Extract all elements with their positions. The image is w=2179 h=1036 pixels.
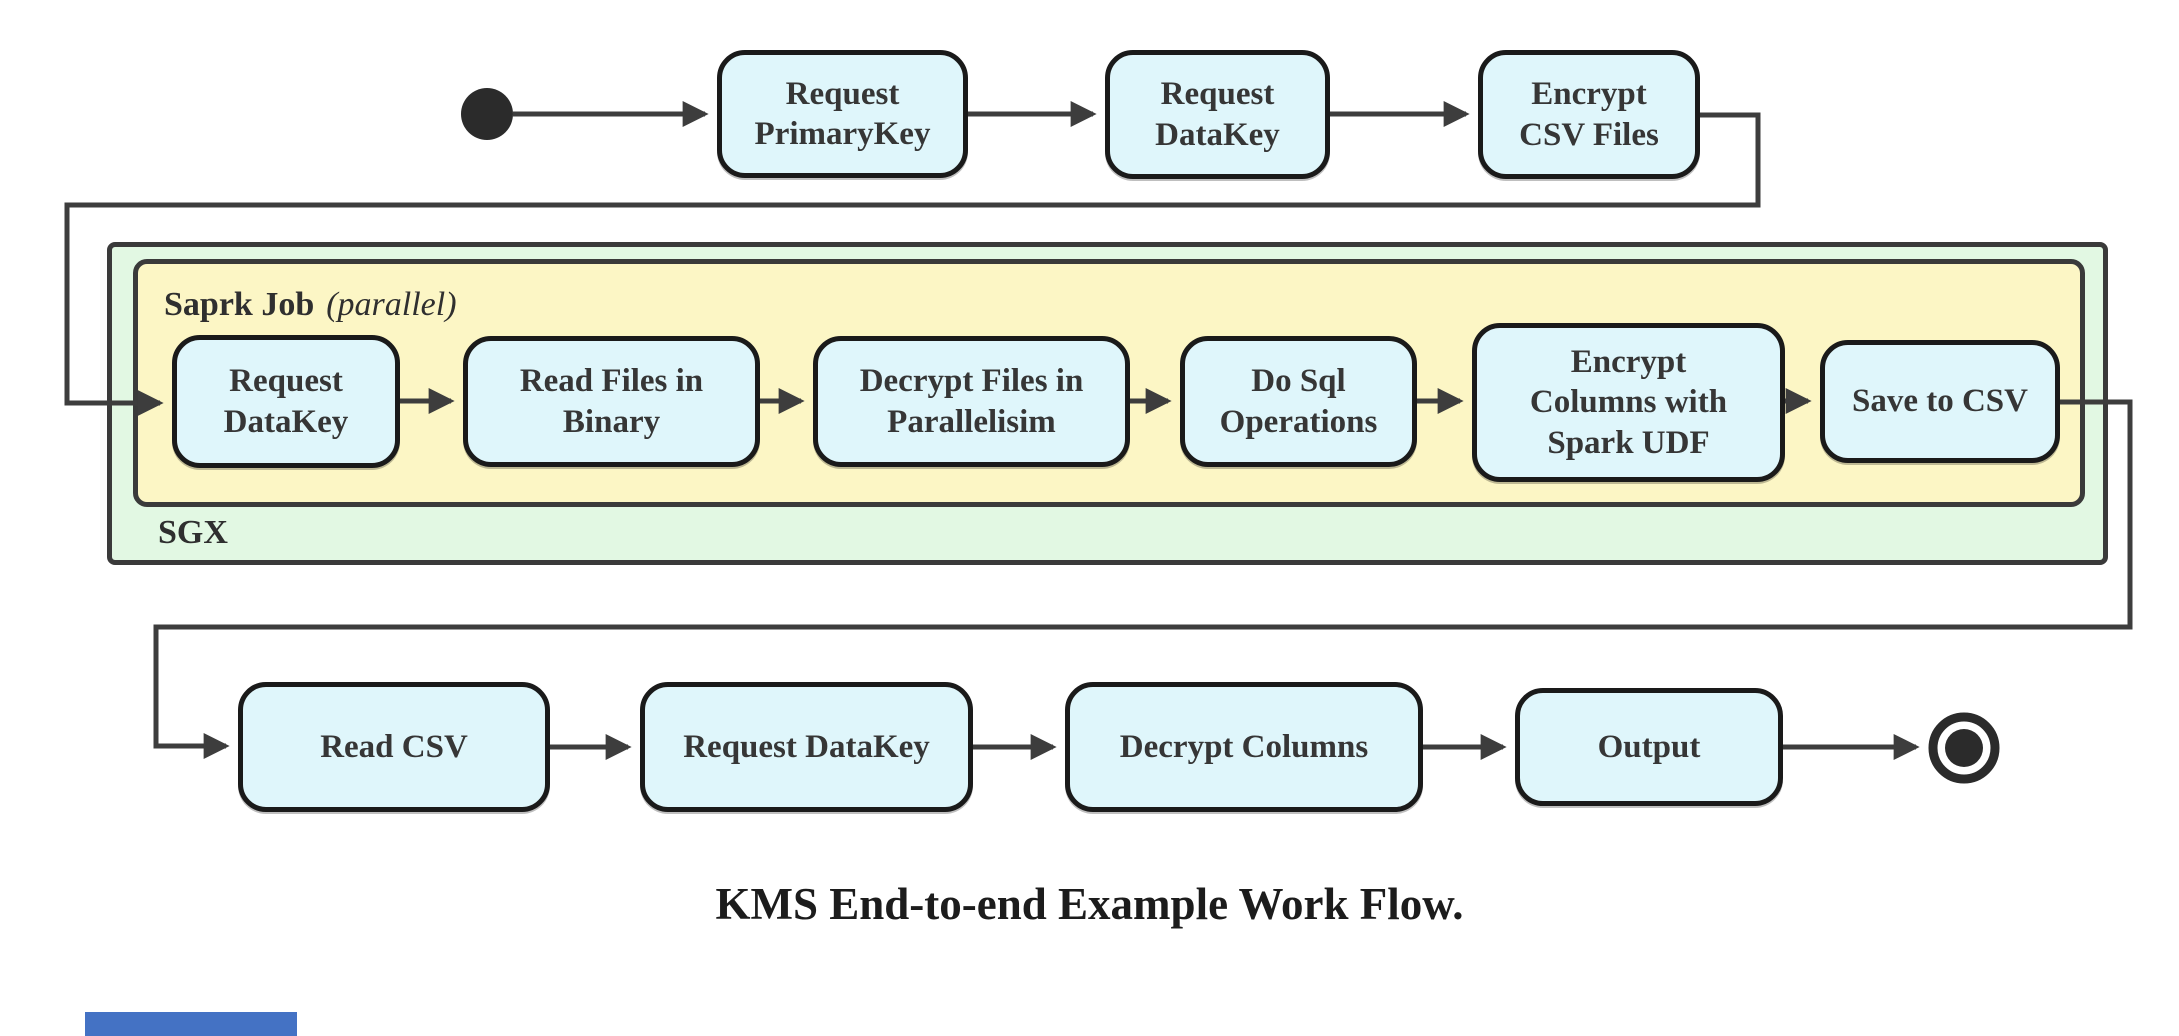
- node-save-to-csv: Save to CSV: [1820, 340, 2060, 463]
- diagram-caption: KMS End-to-end Example Work Flow.: [715, 879, 1464, 929]
- node-request-datakey-bottom: Request DataKey: [640, 682, 973, 812]
- node-do-sql-operations: Do Sql Operations: [1180, 336, 1417, 467]
- node-encrypt-csv-files: Encrypt CSV Files: [1478, 50, 1700, 179]
- node-decrypt-files-in-parallelisim: Decrypt Files in Parallelisim: [813, 336, 1130, 467]
- node-request-datakey-spark: Request DataKey: [172, 335, 400, 468]
- blue-artifact-bar: [85, 1012, 297, 1036]
- node-request-primarykey: Request PrimaryKey: [717, 50, 968, 178]
- node-decrypt-columns: Decrypt Columns: [1065, 682, 1423, 812]
- node-read-csv: Read CSV: [238, 682, 550, 812]
- node-encrypt-columns-with-spark-udf: Encrypt Columns with Spark UDF: [1472, 323, 1785, 482]
- node-output: Output: [1515, 688, 1783, 806]
- node-read-files-in-binary: Read Files in Binary: [463, 336, 760, 467]
- node-request-datakey-top: Request DataKey: [1105, 50, 1330, 179]
